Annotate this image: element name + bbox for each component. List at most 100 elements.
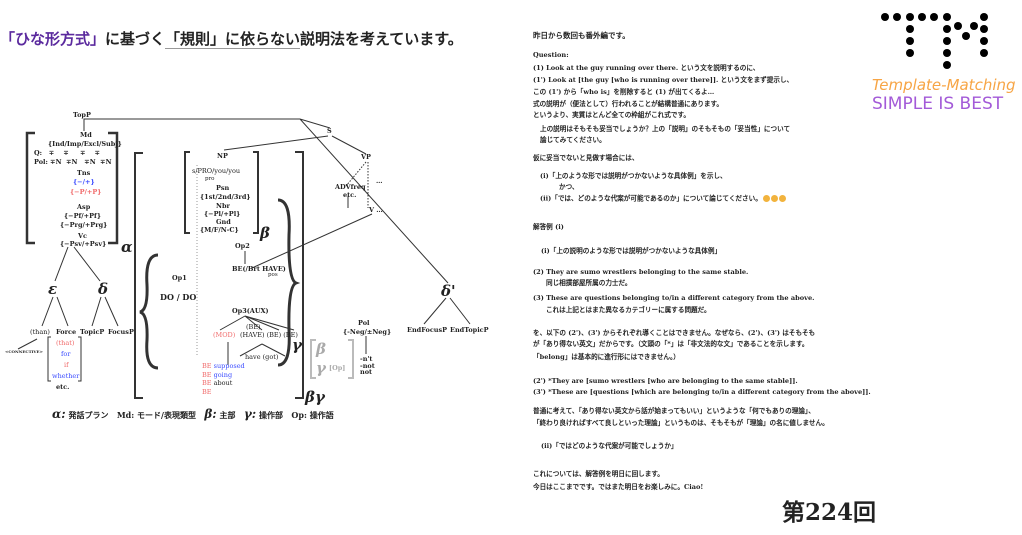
text-line: (3) These are questions belonging to/in … [533, 294, 815, 302]
be-item: BE [202, 362, 212, 370]
text-line: (ii)「では、どのような代案が可能であるのか」について論じてください。 [540, 195, 786, 202]
title-underlined: 「規則」に依らない [165, 30, 301, 49]
text-line: が「あり得ない英文」だからです。（文頭の「*」は「非文法的な文」であることを示し… [533, 340, 809, 348]
node-vc: Vc [78, 232, 88, 240]
caption-text: 操作語 [309, 410, 334, 420]
asp-perfect-options: {−Pf/+Pf} [64, 212, 101, 220]
tm-dot-logo-icon [881, 13, 988, 69]
epsilon-node: ε [48, 280, 58, 298]
neg-form: -not [360, 361, 375, 370]
np-options: s/PRO/you/you [192, 167, 241, 175]
be-word: going [213, 370, 233, 379]
node-asp: Asp [77, 203, 91, 211]
force-etc: etc. [56, 383, 70, 391]
gray-beta: β [316, 340, 326, 358]
caption-symbol: Md: [116, 410, 135, 420]
neg-forms: -n't -not not [360, 356, 375, 376]
aux-be: (BE) [246, 323, 261, 331]
emoji-icon [770, 195, 778, 202]
aux-mod: (MOD) [213, 331, 236, 339]
tns-options: {−/+} [73, 178, 95, 186]
text-line: かつ、 [559, 183, 579, 191]
gray-gamma: γ [316, 359, 326, 377]
neg-form: not [360, 368, 373, 376]
logo-tagline: Template-Matching [872, 76, 1016, 94]
text-line: 普通に考えて、「あり得ない英文から話が始まってもいい」というような「何でもありの… [533, 407, 815, 415]
text-line: を、以下の (2')、(3') からそれぞれ導くことはできません。なぜなら、(2… [533, 329, 816, 337]
pol-options: {-Neg/±Neg} [343, 328, 392, 336]
text-line: (ii)「ではどのような代案が可能でしょうか」 [541, 442, 678, 450]
episode-number: 第224回 [782, 499, 877, 526]
md-options: {Ind/Imp/Excl/Subj} [48, 140, 122, 148]
node-md: Md [80, 131, 92, 139]
be-item: BE [202, 379, 212, 387]
text-line: (3') *These are [questions [which are be… [533, 388, 871, 396]
adv-etc: etc. [343, 191, 357, 199]
connective-label: <CONNECTIVE> [5, 349, 43, 354]
caption-text: 操作部 [259, 410, 284, 420]
title-highlight: 「ひな形方式」 [0, 30, 106, 48]
node-v: V … [369, 206, 383, 214]
pos-label: pos [268, 272, 278, 278]
tree-diagram-lines [17, 118, 471, 399]
text-line: (2) They are sumo wrestlers belonging to… [533, 268, 749, 276]
column-heading: 昨日から数回も番外編です。 [533, 31, 630, 40]
caption-text: 主部 [219, 410, 236, 420]
emoji-icon [762, 195, 770, 202]
tns-past-options: {−P/+P} [70, 188, 102, 196]
node-tns: Tns [77, 169, 91, 177]
text: (ii)「では、どのような代案が可能であるのか」について論じてください。 [540, 194, 762, 203]
pol-row: Pol: ∓N ∓N ∓N ∓N [34, 158, 112, 166]
caption-symbol: α: [52, 407, 66, 421]
gray-op: [Op] [329, 364, 346, 372]
force-item: for [61, 350, 71, 358]
text-line: (i)「上のような形では説明がつかないような具体例」を示し、 [540, 172, 727, 180]
node-force: Force [56, 328, 77, 336]
text-line: 「終わり良ければすべて良しといった理論」というものは、そもそもが「理論」の名に値… [533, 419, 829, 427]
force-item: if [64, 361, 69, 369]
force-item: whether [52, 372, 80, 380]
be-item: BE [202, 387, 212, 396]
node-gnd: Gnd [216, 218, 231, 226]
have-got: have (got) [245, 353, 279, 361]
node-np: NP [217, 152, 228, 160]
node-op1: Op1 [172, 274, 187, 282]
op1-do: DO / DO [160, 292, 197, 302]
text-line: 論じてみてください。 [540, 136, 606, 144]
alpha-label: α [121, 238, 133, 256]
vc-options: {−Psv/+Psv} [60, 240, 107, 248]
question-label: Question: [533, 51, 569, 59]
node-vp: VP [361, 153, 371, 161]
node-psn: Psn [216, 184, 230, 192]
node-than: (than) [30, 328, 50, 336]
text-line: これについては、解答例を明日に回します。 [533, 470, 664, 478]
text-line: これは上記とはまた異なるカテゴリーに属する問題だ。 [546, 306, 711, 314]
be-item: BE [202, 370, 212, 379]
node-op2: Op2 [235, 242, 250, 250]
psn-options: {1st/2nd/3rd} [200, 193, 251, 201]
gamma-label: γ [292, 336, 302, 354]
be-word: supposed [213, 362, 245, 370]
text-line: (2') *They are [sumo wrestlers [who are … [533, 377, 798, 385]
aux-list: (HAVE) (BE) (BE) [240, 331, 298, 339]
delta-prime-node: δ' [441, 282, 456, 300]
text-line: 今日はここまでです。ではまた明日をお楽しみに。Ciao! [533, 483, 704, 491]
beta-label: β [260, 224, 270, 242]
text-line: (i)「上の説明のような形では説明がつかないような具体例」 [541, 247, 722, 255]
q-row: Q: ∓ ∓ ∓ ∓ [34, 149, 101, 157]
text-line: 式の説明が（便法として）行われることが結構普通にあります。 [533, 100, 724, 108]
legend-caption: α: 発話プラン Md: モード/表現類型 β: 主部 γ: 操作部 Op: 操… [52, 407, 334, 421]
caption-symbol: Op: [291, 410, 307, 420]
title-text: に基づく [105, 30, 166, 48]
neg-form: -n't [360, 355, 373, 363]
text-line: というより、実質はとんど全ての枠組がこれ式です。 [533, 111, 690, 119]
be-list: BE supposed BE going BE about BE [202, 363, 245, 395]
op2-be-have: BE(/Brt HAVE) [232, 265, 286, 273]
caption-symbol: β: [204, 407, 217, 421]
text-line: 「belong」は基本的に進行形にはできません。） [533, 353, 680, 361]
text-line: この (1') から「who is」を削除すると (1) が出てくるよ… [533, 88, 715, 96]
nbr-options: {−Pl/+Pl} [204, 210, 241, 218]
text-line: 上の説明はそもそも妥当でしょうか？上の「説明」のそもそもの「妥当性」について [540, 125, 791, 133]
logo-slogan: SIMPLE IS BEST [872, 94, 1004, 114]
text-line: (1) Look at the guy running over there. … [533, 64, 760, 72]
